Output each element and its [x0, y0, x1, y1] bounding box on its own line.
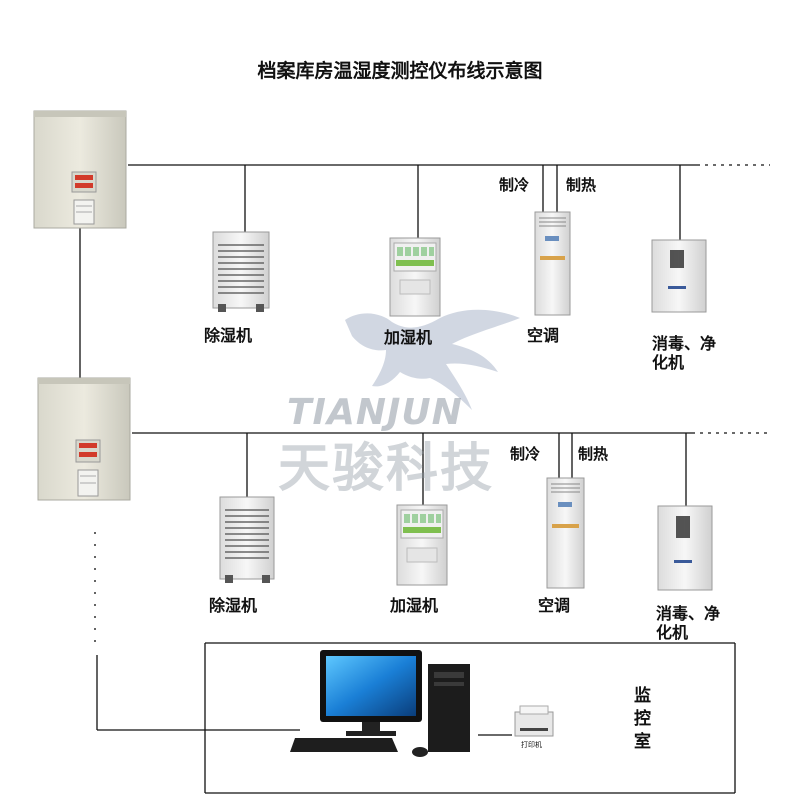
monitor-room-frame: [204, 642, 736, 794]
humidifier-icon: [389, 237, 441, 317]
cooling-label: 制冷: [499, 176, 530, 194]
dehumidifier-icon: [219, 496, 275, 583]
air-conditioner-icon: [546, 477, 585, 589]
humidifier-label: 加湿机: [390, 596, 439, 615]
purifier-icon: [657, 505, 713, 591]
heating-label: 制热: [566, 176, 597, 194]
watermark-horse-icon: [345, 309, 520, 410]
purifier-label-line2: 化机: [652, 353, 685, 372]
heating-label: 制热: [578, 445, 609, 463]
purifier-label-line1: 消毒、净: [656, 604, 721, 623]
cooling-label: 制冷: [510, 445, 541, 463]
printer-icon: [514, 705, 554, 737]
computer-icon: [290, 650, 470, 757]
monitor-room-label: 监控室: [630, 686, 650, 755]
dehumidifier-label: 除湿机: [204, 326, 253, 345]
humidifier-icon: [396, 504, 448, 586]
ac-label: 空调: [527, 326, 560, 345]
purifier-label-line2: 化机: [656, 623, 689, 642]
humidifier-label: 加湿机: [384, 328, 433, 347]
diagram-title: 档案库房温湿度测控仪布线示意图: [257, 60, 543, 82]
purifier-label-line1: 消毒、净: [652, 334, 717, 353]
dehumidifier-label: 除湿机: [209, 596, 258, 615]
row2-wiring: [132, 432, 770, 506]
dehumidifier-icon: [212, 231, 270, 312]
ac-label: 空调: [538, 596, 571, 615]
row1-wiring: [128, 164, 770, 240]
purifier-icon: [651, 239, 707, 313]
bus-wiring: [79, 228, 512, 736]
air-conditioner-icon: [534, 211, 571, 316]
controller-unit-icon: [33, 110, 127, 229]
watermark-brand-cn: 天骏科技: [278, 439, 495, 499]
controller-unit-icon: [37, 377, 131, 501]
watermark-brand-en: TIANJUN: [287, 392, 463, 433]
printer-caption: 打印机: [521, 741, 542, 749]
